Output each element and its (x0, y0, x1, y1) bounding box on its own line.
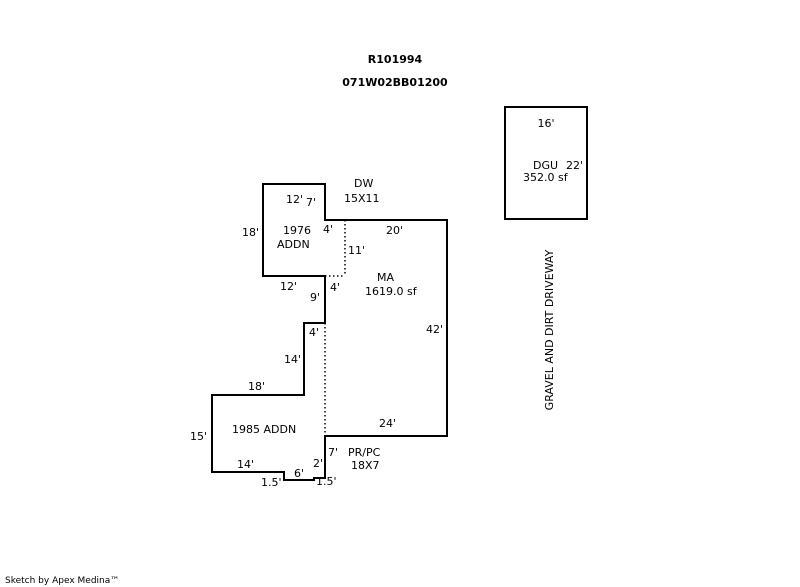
addn-1985-dim-15a: 1.5' (261, 476, 282, 489)
addn-1976-label-line2: ADDN (277, 238, 310, 251)
deck-dim-11: 11' (348, 244, 365, 257)
porch-size: 18X7 (351, 459, 380, 472)
main-bottom-dim: 24' (379, 417, 396, 430)
main-code: MA (377, 271, 394, 284)
map-tax-lot-number: 071W02BB01200 (342, 76, 448, 89)
addn-1976-top-dim: 12' (286, 193, 303, 206)
main-area: 1619.0 sf (365, 285, 418, 298)
addn-1985-dim-2: 2' (313, 457, 323, 470)
addn-1976-bottom-dim: 12' (280, 280, 297, 293)
deck-dim-4: 4' (323, 223, 333, 236)
addn-1976-label-line1: 1976 (283, 224, 311, 237)
deck-dim-7: 7' (306, 196, 316, 209)
garage-area: 352.0 sf (523, 171, 569, 184)
addn-1985-top-dim: 18' (248, 380, 265, 393)
deck-size: 15X11 (344, 192, 380, 205)
addn-1985-bottom-dim: 14' (237, 458, 254, 471)
driveway-label: GRAVEL AND DIRT DRIVEWAY (543, 249, 556, 410)
garage-code: DGU (533, 159, 558, 172)
main-dim-9: 9' (310, 291, 320, 304)
addn-1985-left-dim: 15' (190, 430, 207, 443)
addn-1985-dim-15b: 1.5' (316, 475, 337, 488)
porch-code: PR/PC (348, 446, 381, 459)
porch-dim-7: 7' (328, 446, 338, 459)
addn-1976-left-dim: 18' (242, 226, 259, 239)
addn-1985-label: 1985 ADDN (232, 423, 296, 436)
main-dim-14: 14' (284, 353, 301, 366)
main-right-dim: 42' (426, 323, 443, 336)
account-number: R101994 (368, 53, 423, 66)
main-dim-4b: 4' (309, 326, 319, 339)
addn-1985-dim-6: 6' (294, 467, 304, 480)
main-top-dim: 20' (386, 224, 403, 237)
garage-width-dim: 16' (537, 117, 554, 130)
deck-code: DW (354, 177, 373, 190)
footer-credit: Sketch by Apex Medina™ (5, 576, 119, 586)
garage-depth-dim: 22' (566, 159, 583, 172)
garage-outline (504, 106, 588, 220)
main-dim-4a: 4' (330, 281, 340, 294)
